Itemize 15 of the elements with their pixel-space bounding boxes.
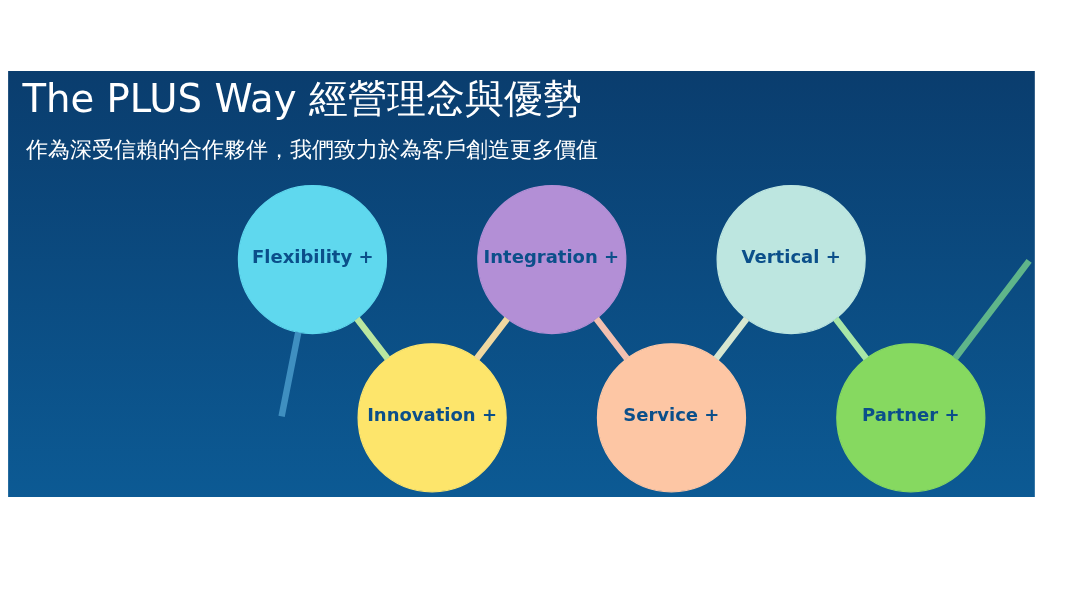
node-circle: Innovation + [357,343,507,493]
connector [474,316,510,361]
connector [593,316,630,361]
connector [354,316,391,361]
node-circle: Flexibility + [237,184,388,335]
connector [713,316,750,361]
node-circle: Service + [596,343,747,493]
node-circle: Vertical + [716,184,866,335]
connector [833,316,869,361]
node-circle: Integration + [477,184,627,335]
diagram-title: The PLUS Way 經營理念與優勢 [22,76,582,122]
connector [278,331,302,417]
connector [952,259,1032,361]
node-circle: Partner + [836,343,986,493]
label: 作為深受信賴的合作夥伴，我們致力於為客戶創造更多價值 [26,137,599,163]
